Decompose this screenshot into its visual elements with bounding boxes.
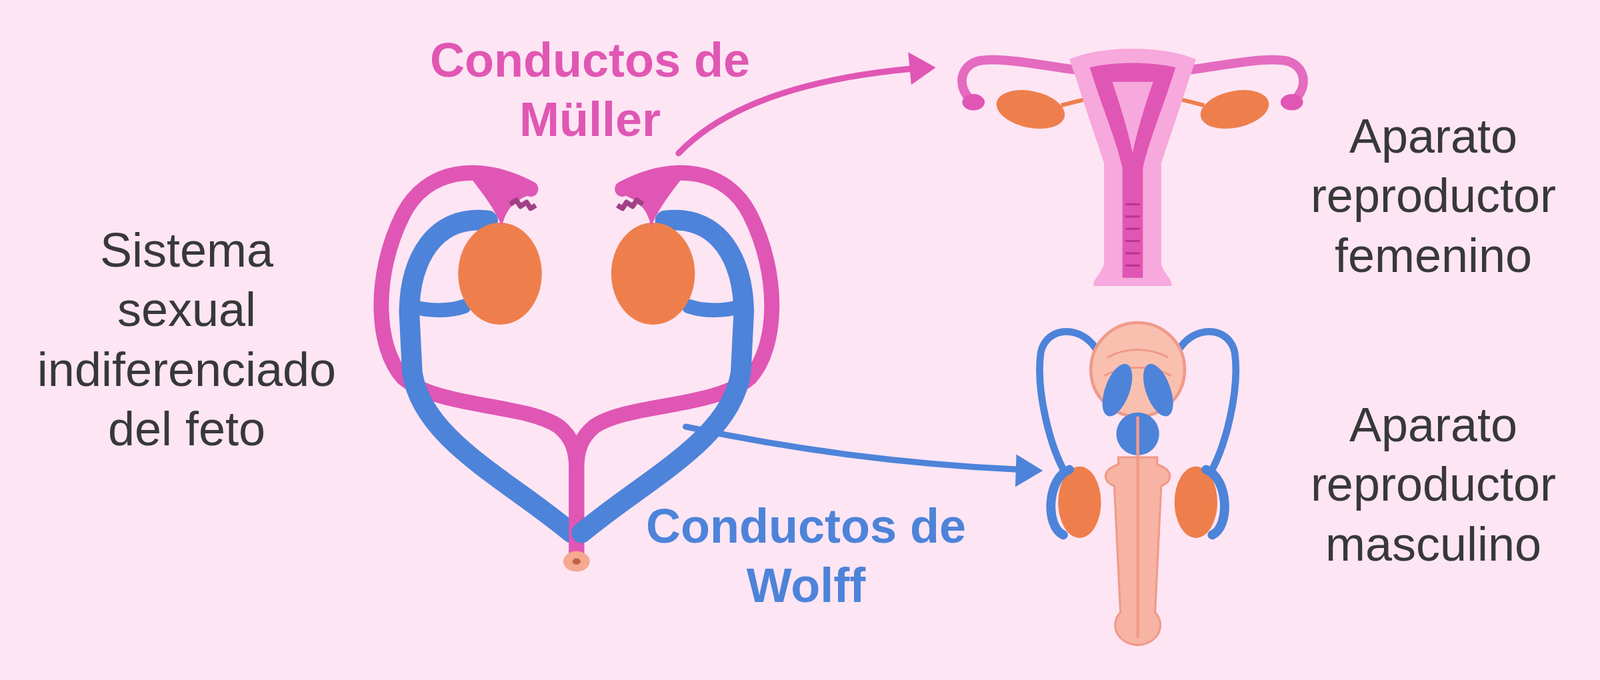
female-half bbox=[1175, 60, 1304, 135]
arrow-head bbox=[908, 52, 936, 85]
vaginal-rugae bbox=[1125, 204, 1140, 266]
fimbriae bbox=[510, 200, 536, 208]
ovary bbox=[992, 84, 1068, 135]
gonad bbox=[458, 222, 542, 325]
caption-label: Aparato reproductor masculino bbox=[1289, 395, 1578, 574]
epididymis bbox=[1050, 469, 1070, 535]
muller-duct bbox=[381, 172, 577, 556]
uterine-cavity bbox=[1090, 62, 1176, 278]
arrow-line bbox=[686, 426, 1021, 470]
caption-label: Sistema sexual indiferenciado del feto bbox=[30, 220, 343, 459]
fetal-half bbox=[576, 172, 772, 556]
seminal-vesicle bbox=[1096, 360, 1139, 420]
female-half bbox=[962, 60, 1090, 135]
duct-label: Conductos de Müller bbox=[417, 30, 763, 150]
wolff-duct bbox=[412, 306, 464, 310]
seminal-vesicle bbox=[1137, 360, 1180, 420]
arrow-head bbox=[1015, 454, 1043, 487]
fimbria bbox=[962, 94, 985, 110]
endometrium bbox=[1112, 82, 1153, 154]
uterus bbox=[1069, 48, 1196, 286]
fetal-half bbox=[381, 172, 577, 556]
sinus-end bbox=[563, 551, 590, 572]
duct-label: Conductos de Wolff bbox=[633, 496, 979, 616]
wolff-duct bbox=[409, 220, 572, 533]
sinus-opening bbox=[572, 558, 581, 565]
urethra bbox=[1136, 416, 1140, 638]
caption-label: Aparato reproductor femenino bbox=[1289, 106, 1578, 286]
